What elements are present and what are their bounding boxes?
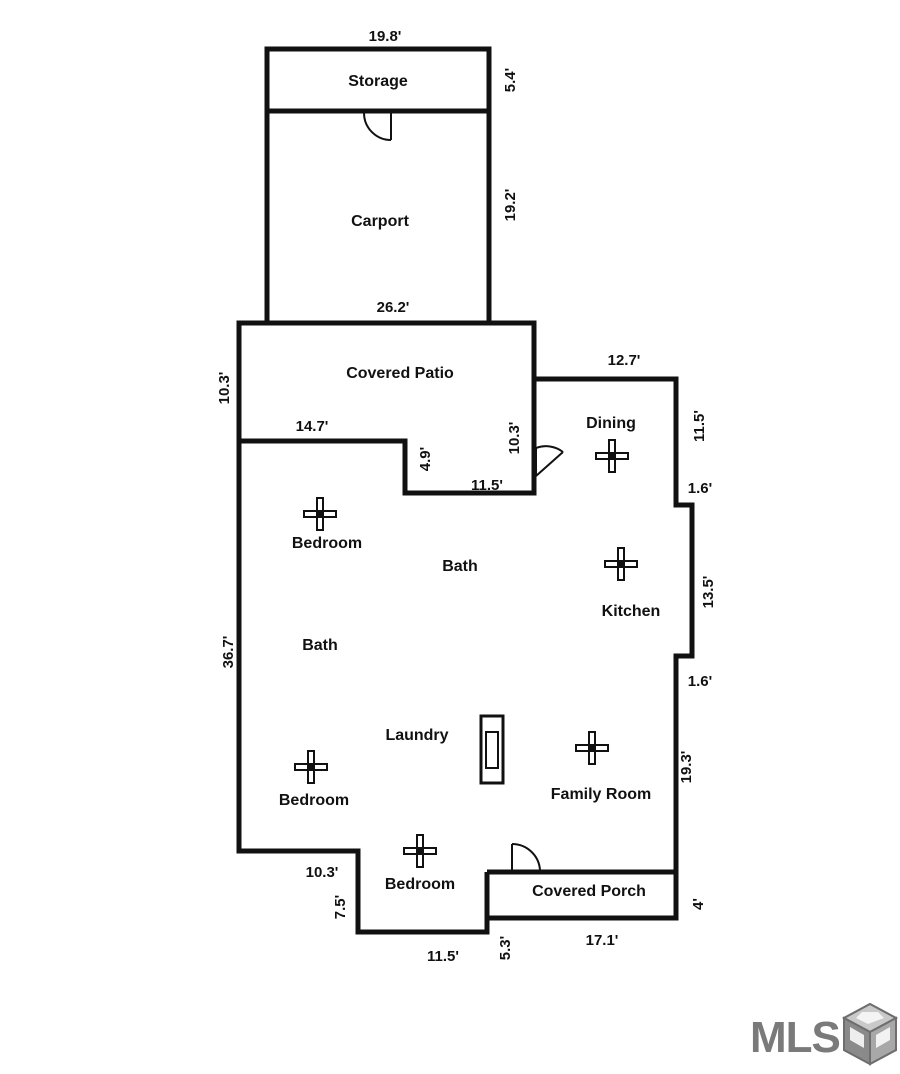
logo-cube-icon	[841, 1002, 899, 1066]
room-label-bath: Bath	[302, 637, 338, 654]
dimension-label: 36.7'	[220, 636, 237, 669]
storage-door-icon	[363, 112, 392, 141]
dimension-label: 13.5'	[700, 576, 717, 609]
patio-outline	[236, 320, 537, 493]
dimension-label: 5.3'	[497, 936, 514, 960]
dimension-label: 26.2'	[377, 299, 410, 316]
ceiling-fan-icon	[604, 547, 638, 581]
dimension-label: 12.7'	[608, 352, 641, 369]
room-label-covered-patio: Covered Patio	[346, 365, 454, 382]
room-label-covered-porch: Covered Porch	[532, 883, 646, 900]
room-label-bedroom: Bedroom	[292, 535, 362, 552]
dimension-label: 1.6'	[688, 673, 712, 690]
room-label-storage: Storage	[348, 73, 408, 90]
dimension-label: 11.5'	[471, 477, 503, 494]
dimension-label: 4.9'	[417, 447, 434, 471]
porch-door-icon	[511, 842, 541, 871]
fireplace-icon	[479, 714, 505, 785]
house-outline	[236, 376, 695, 935]
ceiling-fan-icon	[575, 731, 609, 765]
dimension-label: 11.5'	[427, 948, 459, 965]
patio-door-icon	[535, 445, 564, 477]
ceiling-fan-icon	[303, 497, 337, 531]
room-label-bedroom: Bedroom	[279, 792, 349, 809]
dimension-label: 10.3'	[306, 864, 339, 881]
room-label-dining: Dining	[586, 415, 636, 432]
carport-outline	[264, 46, 492, 326]
ceiling-fan-icon	[595, 439, 629, 473]
dimension-label: 19.8'	[369, 28, 402, 45]
ceiling-fan-icon	[403, 834, 437, 868]
room-label-laundry: Laundry	[385, 727, 448, 744]
dimension-label: 19.3'	[678, 751, 695, 784]
mls-logo: MLS	[750, 1002, 899, 1066]
dimension-label: 14.7'	[296, 418, 329, 435]
room-label-family-room: Family Room	[551, 786, 651, 803]
dimension-label: 1.6'	[688, 480, 712, 497]
dimension-label: 11.5'	[691, 410, 708, 442]
room-label-kitchen: Kitchen	[602, 603, 661, 620]
dimension-label: 7.5'	[332, 895, 349, 919]
room-label-bedroom: Bedroom	[385, 876, 455, 893]
dimension-label: 5.4'	[502, 68, 519, 92]
dimension-label: 17.1'	[586, 932, 619, 949]
logo-text: MLS	[750, 1013, 840, 1062]
dimension-label: 19.2'	[502, 189, 519, 222]
room-label-bath: Bath	[442, 558, 478, 575]
dimension-label: 10.3'	[216, 372, 233, 405]
dimension-label: 4'	[690, 898, 707, 910]
dimension-label: 10.3'	[506, 422, 523, 455]
ceiling-fan-icon	[294, 750, 328, 784]
room-label-carport: Carport	[351, 213, 409, 230]
